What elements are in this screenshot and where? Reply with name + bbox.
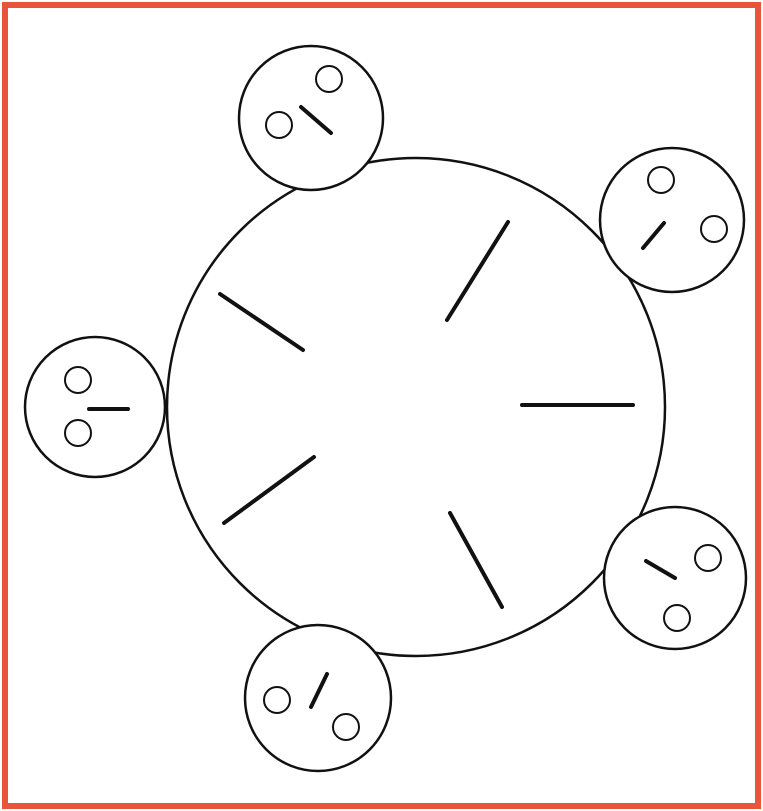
plate-mark <box>220 294 303 350</box>
table <box>167 158 665 656</box>
seat-left <box>25 337 165 477</box>
plate-mark <box>447 222 508 320</box>
seat-lower-right <box>604 507 746 649</box>
head-circle <box>245 625 391 771</box>
seat-bottom <box>245 625 391 771</box>
seat-upper-right <box>600 148 744 292</box>
plate-mark <box>450 513 502 607</box>
seat-top <box>239 46 383 190</box>
plate-mark <box>224 457 314 523</box>
